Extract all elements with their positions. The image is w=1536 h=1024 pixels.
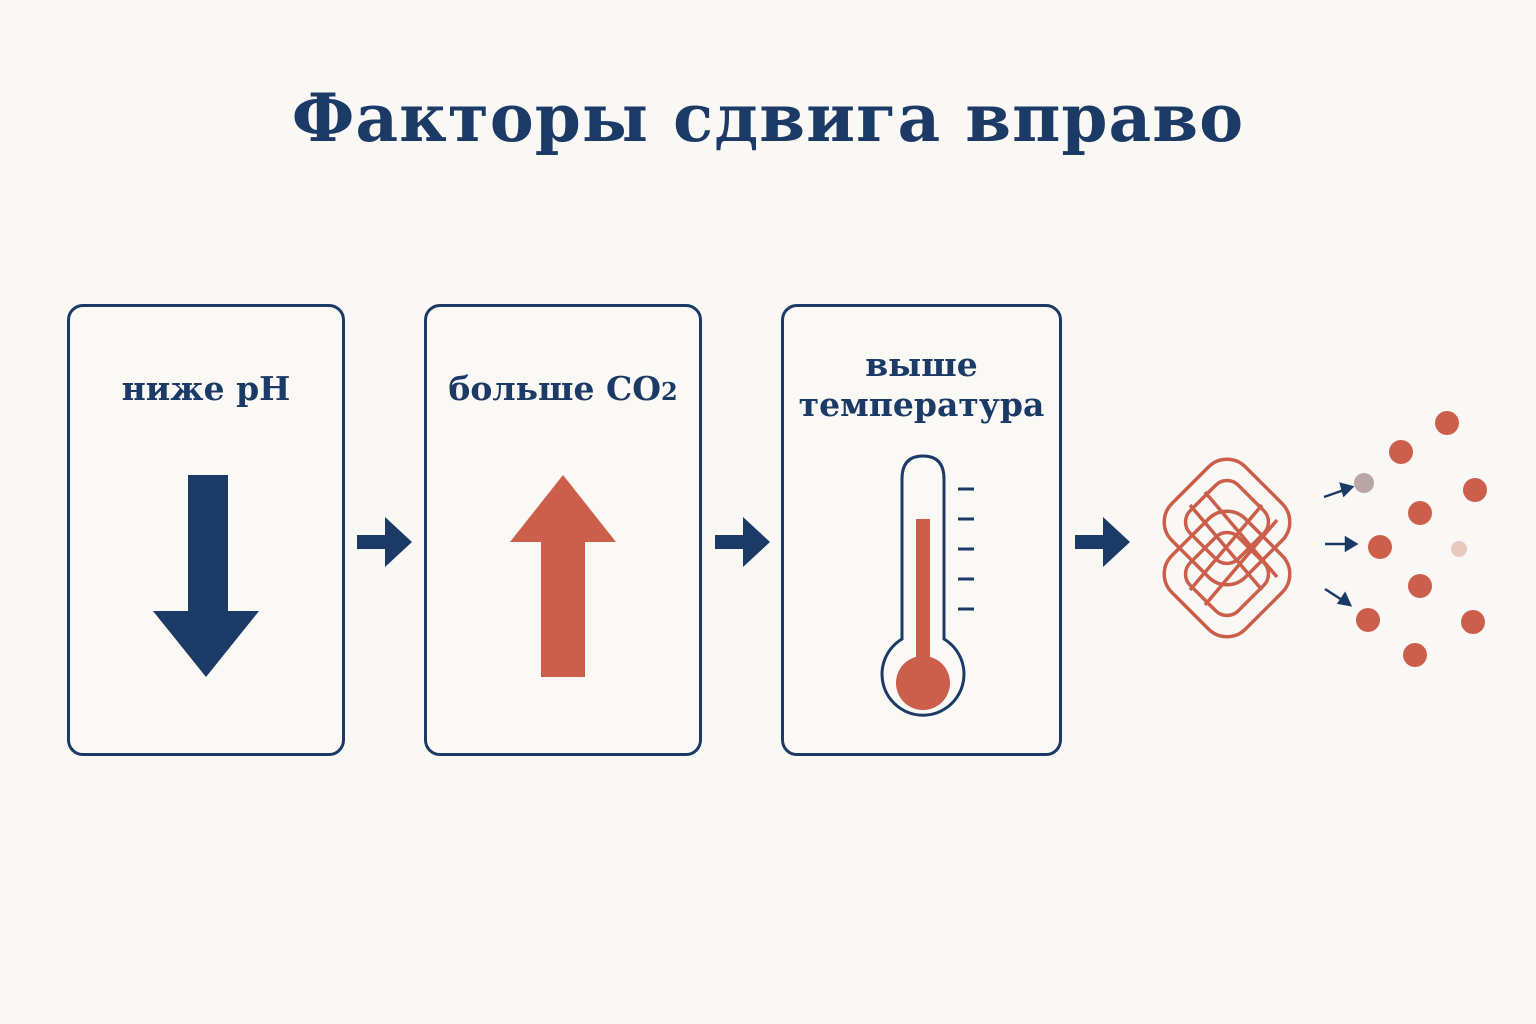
arrow-up-icon [510,475,616,677]
connector-arrow-3 [1075,517,1130,567]
factor-card-higher-temperature: выше температура [781,304,1062,756]
connector-arrow-1 [357,517,412,567]
factor-card-more-co2: больше CO2 [424,304,702,756]
arrow-down-icon [153,475,259,677]
connector-arrow-2 [715,517,770,567]
oxygen-particles [1354,411,1487,667]
page-title: Факторы сдвига вправо [291,79,1245,157]
thermometer-icon [880,454,974,717]
hemoglobin-icon [1162,457,1292,639]
factor-card-lower-ph: ниже pH [67,304,345,756]
card-label-more-co2: больше CO2 [448,369,678,408]
release-arrows [1323,482,1359,607]
card-label-lower-ph: ниже pH [121,369,291,408]
card-label-higher-temperature: выше температура [798,345,1045,424]
